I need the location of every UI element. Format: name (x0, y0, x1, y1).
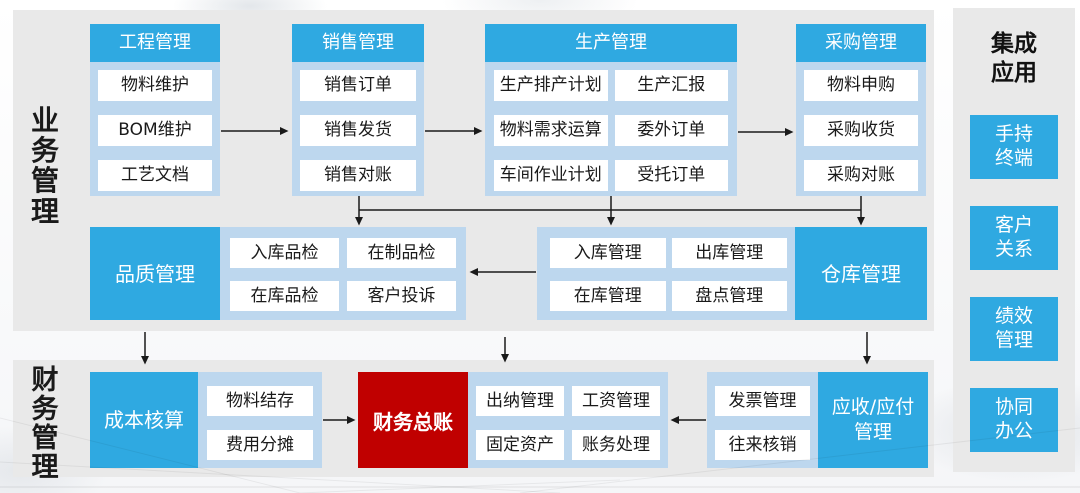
flow-item-incoming-inspection: 入库品检 (230, 238, 339, 268)
cost-group-body: 物料结存 费用分摊 (198, 372, 322, 468)
flow-item-accounting-processing: 账务处理 (572, 430, 660, 460)
quality-management-box: 品质管理 (90, 227, 220, 320)
flow-item-mrp-calculation: 物料需求运算 (494, 115, 608, 146)
warehouse-management-box: 仓库管理 (795, 227, 927, 320)
quality-group-body: 入库品检 在制品检 在库品检 客户投诉 (220, 227, 466, 320)
flow-item-production-report: 生产汇报 (614, 70, 728, 101)
flow-item-fixed-assets: 固定资产 (476, 430, 564, 460)
integration-item-customer-relations: 客户 关系 (970, 206, 1058, 270)
flow-item-material-requisition: 物料申购 (804, 70, 918, 101)
flow-item-process-document: 工艺文档 (98, 160, 212, 191)
engineering-column-header: 工程管理 (90, 24, 220, 62)
cost-accounting-box: 成本核算 (90, 372, 198, 468)
flow-item-purchase-reconciliation: 采购对账 (804, 160, 918, 191)
flow-item-outsourcing-order: 委外订单 (614, 115, 728, 146)
flow-item-invoice-management: 发票管理 (715, 386, 810, 416)
flow-item-expense-allocation: 费用分摊 (207, 430, 313, 460)
flow-item-payroll-management: 工资管理 (572, 386, 660, 416)
integration-item-performance-management: 绩效 管理 (970, 297, 1058, 361)
sales-column-body: 销售订单 销售发货 销售对账 (292, 62, 424, 196)
ar-ap-management-box: 应收/应付 管理 (818, 372, 928, 468)
flow-item-material-balance: 物料结存 (207, 386, 313, 416)
flow-item-stocktaking-management: 盘点管理 (671, 281, 787, 311)
flow-item-stock-management: 在库管理 (550, 281, 666, 311)
flow-item-stock-inspection: 在库品检 (230, 281, 339, 311)
general-ledger-box: 财务总账 (358, 372, 468, 468)
flow-item-production-scheduling: 生产排产计划 (494, 70, 608, 101)
production-column-header: 生产管理 (485, 24, 737, 62)
flow-item-cashier-management: 出纳管理 (476, 386, 564, 416)
warehouse-group-body: 入库管理 出库管理 在库管理 盘点管理 (537, 227, 795, 320)
integration-panel-title: 集成 应用 (991, 31, 1037, 86)
business-band-label: 业务管理 (30, 104, 59, 228)
flow-item-shopfloor-plan: 车间作业计划 (494, 160, 608, 191)
flow-item-sales-delivery: 销售发货 (300, 115, 416, 146)
flow-item-customer-complaint: 客户投诉 (347, 281, 456, 311)
purchasing-column-body: 物料申购 采购收货 采购对账 (796, 62, 926, 196)
integration-item-handheld-terminal: 手持 终端 (970, 115, 1058, 179)
production-column-body: 生产排产计划 生产汇报 物料需求运算 委外订单 车间作业计划 受托订单 (485, 62, 737, 196)
flow-item-outbound-management: 出库管理 (671, 238, 787, 268)
flow-item-transaction-writeoff: 往来核销 (715, 430, 810, 460)
flow-item-consignment-order: 受托订单 (614, 160, 728, 191)
flow-item-purchase-receiving: 采购收货 (804, 115, 918, 146)
finance-band-label: 财务管理 (31, 365, 59, 484)
sales-column-header: 销售管理 (292, 24, 424, 62)
flow-item-bom-maintenance: BOM维护 (98, 115, 212, 146)
flow-item-sales-reconciliation: 销售对账 (300, 160, 416, 191)
flow-item-inbound-management: 入库管理 (550, 238, 666, 268)
ledger-group-body: 出纳管理 工资管理 固定资产 账务处理 (468, 372, 668, 468)
invoice-group-body: 发票管理 往来核销 (707, 372, 818, 468)
flow-item-material-maintenance: 物料维护 (98, 70, 212, 101)
engineering-column-body: 物料维护 BOM维护 工艺文档 (90, 62, 220, 196)
flow-item-sales-order: 销售订单 (300, 70, 416, 101)
purchasing-column-header: 采购管理 (796, 24, 926, 62)
flow-item-inprocess-inspection: 在制品检 (347, 238, 456, 268)
integration-item-collaborative-office: 协同 办公 (970, 388, 1058, 452)
